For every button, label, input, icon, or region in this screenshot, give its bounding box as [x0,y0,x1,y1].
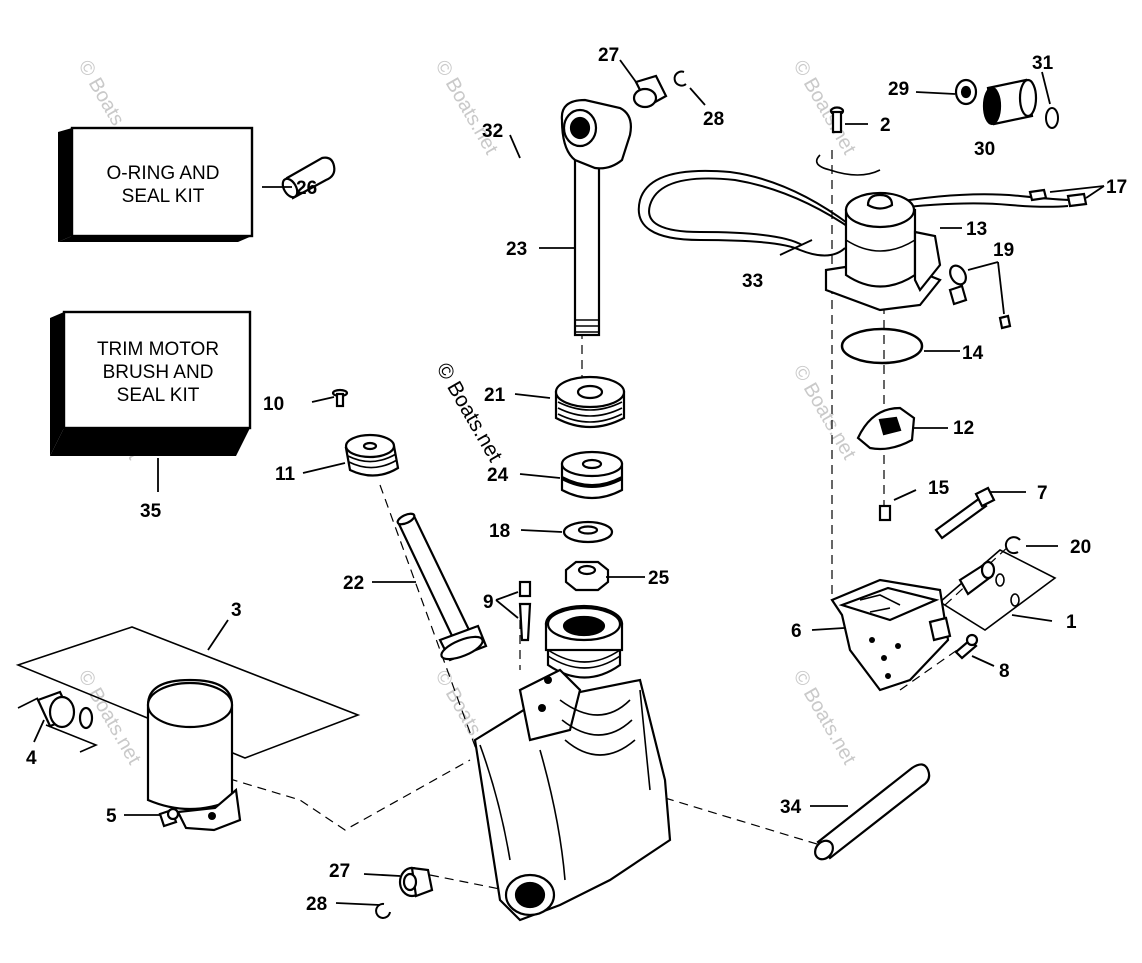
wiring-harness-part [637,154,1088,257]
callout-27-top: 27 [598,45,619,66]
set-screw-part [878,504,892,522]
callout-35: 35 [140,501,162,522]
callout-30: 30 [974,139,995,160]
callout-32: 32 [482,121,503,142]
callout-14: 14 [962,343,984,364]
piston-rod-part [560,98,632,337]
brush-kit-line-1: TRIM MOTOR [97,339,219,360]
callout-23: 23 [506,239,527,260]
callout-4: 4 [26,748,37,769]
callout-18: 18 [489,521,510,542]
callout-26: 26 [296,178,317,199]
o-ring-part [1045,107,1059,129]
callout-15: 15 [928,478,950,499]
callout-9: 9 [483,592,494,613]
watermark: © Boats.net [789,57,861,159]
seal-kit-line-2: SEAL KIT [122,186,205,207]
callout-3: 3 [231,600,242,621]
seal-part [954,78,978,106]
callout-28-top: 28 [703,109,724,130]
callout-27-bottom: 27 [329,861,350,882]
tilt-cylinder-body [473,604,672,922]
bolt-part [954,633,979,660]
callout-20: 20 [1070,537,1091,558]
bolt-part [829,106,845,134]
brush-kit-box: TRIM MOTOR BRUSH AND SEAL KIT [50,310,252,456]
leader-lines [33,59,1105,906]
bushing-part [398,866,434,898]
callout-7: 7 [1037,483,1048,504]
pin-part [814,763,931,861]
cylinder-cap-part [344,433,400,477]
retaining-ring-part [673,70,687,87]
tube-part [396,512,488,662]
brush-kit-line-2: BRUSH AND [103,362,214,383]
callout-19: 19 [993,240,1014,261]
retaining-ring-part [375,902,391,919]
screw-part [158,807,180,828]
callout-5: 5 [106,806,117,827]
trim-motor-part [824,191,942,312]
nut-part [564,560,610,592]
callout-10: 10 [263,394,284,415]
callout-34: 34 [780,797,802,818]
cap-part [554,375,626,428]
callout-22: 22 [343,573,364,594]
callout-8: 8 [999,661,1010,682]
callout-33: 33 [742,271,763,292]
callout-12: 12 [953,418,974,439]
seal-ring-part [17,690,99,753]
coupler-part [856,406,916,451]
callout-1: 1 [1066,612,1077,633]
callout-2: 2 [880,115,891,136]
callout-28-bottom: 28 [306,894,327,915]
pump-part [830,578,952,692]
callout-6: 6 [791,621,802,642]
callout-24: 24 [487,465,509,486]
callout-11: 11 [275,464,296,485]
callout-25: 25 [648,568,670,589]
o-ring-part [840,327,924,365]
ground-ring-part [948,264,1012,330]
watermark-dark: © Boats.net [432,359,507,466]
watermark: © Boats.net [431,57,503,159]
watermark: © Boats.net [789,362,861,464]
washer-part [562,520,614,544]
retaining-ring-part [1004,536,1021,555]
piston-part [560,450,624,500]
screw-part [331,388,349,408]
pin-part [281,156,336,200]
seal-kit-line-1: O-RING AND [107,163,220,184]
seal-kit-box: O-RING AND SEAL KIT [58,126,254,242]
callout-13: 13 [966,219,987,240]
callout-21: 21 [484,385,506,406]
plug-part [982,78,1038,126]
valve-gasket-part [938,549,1057,631]
callout-29: 29 [888,79,909,100]
callouts: 26 35 10 11 22 3 4 5 32 23 27 28 21 24 1… [26,45,1127,915]
fitting-part [518,580,532,642]
callout-17: 17 [1106,177,1127,198]
callout-31: 31 [1032,53,1054,74]
watermark: © Boats.net [789,667,861,769]
bolt-part [934,486,996,540]
bushing-part [632,74,668,109]
reservoir-part [15,626,361,832]
brush-kit-line-3: SEAL KIT [117,385,200,406]
